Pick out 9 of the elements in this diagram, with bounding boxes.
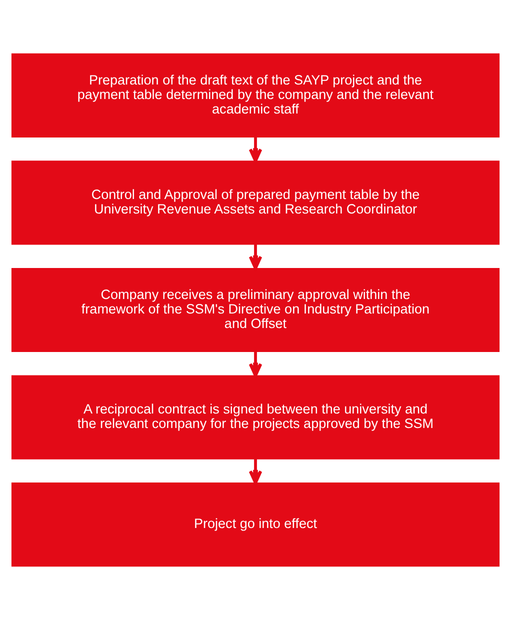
node-box: A reciprocal contract is signed between the university and the relevant company for the projects approved by the SSM [11,375,500,460]
arrow [248,458,262,484]
node-box: Preparation of the draft text of the SAYP project and the payment table determined by the company and the relevant academic staff [11,53,500,138]
node-box: Company receives a preliminary approval within the framework of the SSM's Directive on Industry Participation and Offset [11,268,500,352]
arrow [248,244,262,270]
arrow [248,352,262,378]
arrow [248,137,262,163]
node-box: Control and Approval of prepared payment table by the University Revenue Assets and Research Coordinator [11,160,500,245]
node-box: Project go into effect [11,482,500,567]
